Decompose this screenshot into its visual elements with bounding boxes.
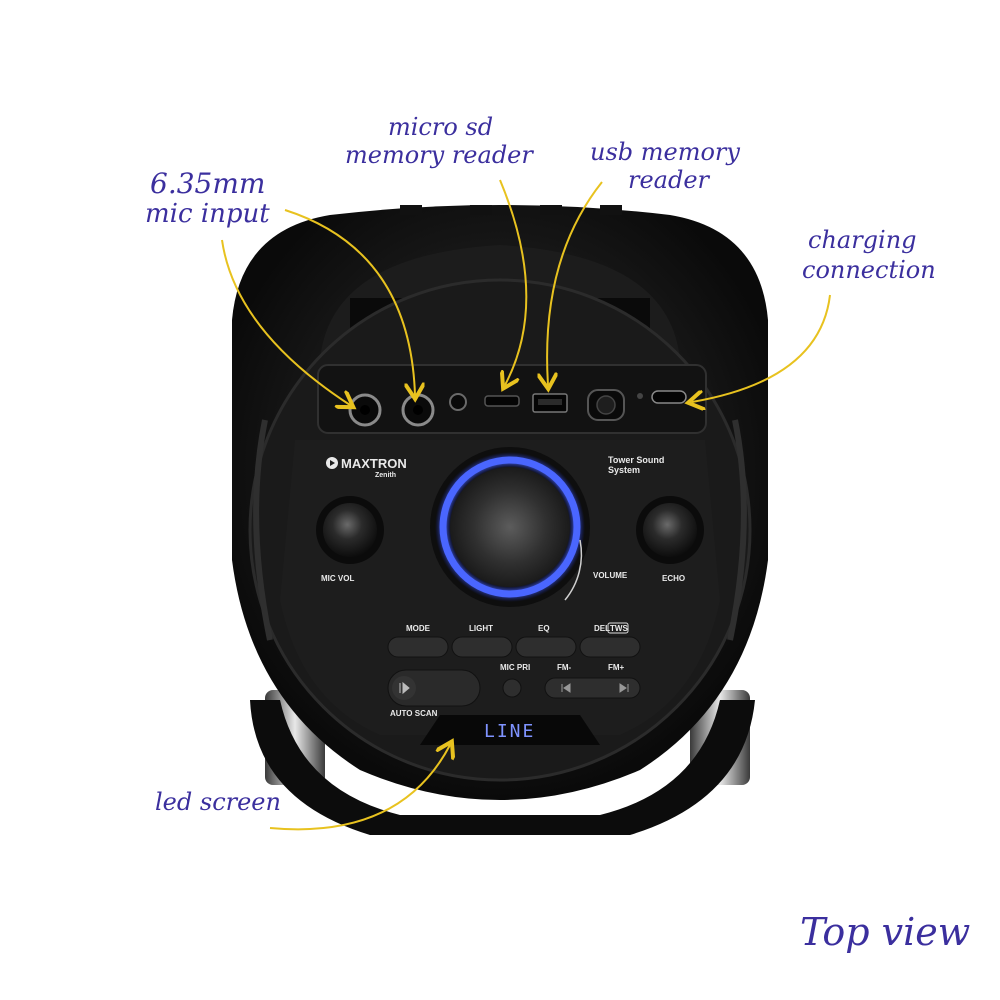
mic-vol-label: MIC VOL [321,574,354,583]
micro-sd-label-1: micro sd [388,113,493,141]
usb-port-tongue [538,399,562,405]
led-display-bezel [420,715,600,745]
micro-sd-slot[interactable] [484,395,520,407]
volume-scale-arc [564,539,583,601]
play-logo-triangle [330,460,335,466]
side-rib-left [253,419,273,641]
mic2-jack-hole [413,405,423,415]
usb-c-charging-port[interactable] [651,390,687,404]
arrow-micro-sd [499,179,528,385]
usb-label-2: reader [628,166,711,194]
led-screen-label: led screen [155,788,281,816]
light-label: LIGHT [469,624,493,633]
fm-minus-label: FM- [557,663,572,672]
led-display-text: LINE [484,721,535,742]
arrow-mic-input-1 [221,239,350,405]
tws-label: TWS [610,624,628,633]
auto-scan-label: AUTO SCAN [390,709,438,718]
mic-pri-button[interactable] [502,678,522,698]
charging-label-2: connection [802,256,936,284]
brand-block: MAXTRON Zenith Tower Sound System [326,455,664,479]
fm-plus-label: FM+ [608,663,625,672]
usb-label-1: usb memory [590,138,740,166]
eq-label: EQ [538,624,550,633]
echo-knob[interactable] [643,503,697,557]
mic-pri-label: MIC PRI [500,663,530,672]
arrow-mic-input-2 [284,209,415,395]
fm-rocker[interactable] [544,677,641,699]
button-row-top: MODE LIGHT EQ DEL TWS [387,622,641,658]
arrow-led-screen [269,745,450,831]
led-display-group: LINE [420,715,600,745]
light-button[interactable] [451,636,513,658]
annotation-labels: 6.35mm mic input micro sd memory reader … [145,113,970,954]
port-strip [317,364,707,434]
mic-input-label-1: 6.35mm [150,167,265,200]
product-line-2: System [608,465,640,475]
mic1-jack-hole [360,405,370,415]
top-tab [540,205,562,215]
micro-sd-label-2: memory reader [345,141,534,169]
mic-input-label-2: mic input [145,199,270,229]
tws-badge [607,622,629,634]
side-rib-right [727,419,747,641]
del-tws-button[interactable] [579,636,641,658]
charging-label-1: charging [808,226,917,254]
eq-button[interactable] [515,636,577,658]
product-line-1: Tower Sound [608,455,664,465]
annotation-arrows [221,179,831,831]
volume-knob-group: VOLUME [430,447,628,607]
aux-jack[interactable] [449,393,467,411]
button-row-bottom: AUTO SCAN MIC PRI FM- FM+ [387,663,641,718]
prev-track-icon [561,683,571,693]
brand-model: Zenith [375,472,396,479]
del-label: DEL [594,624,610,633]
volume-knob[interactable] [450,467,570,587]
play-pause-icon [399,681,410,695]
mode-button[interactable] [387,636,449,658]
mic-vol-knob[interactable] [323,503,377,557]
top-tab [400,205,422,215]
brand-logo-text: MAXTRON [341,456,407,471]
top-tab [600,205,622,215]
volume-label: VOLUME [593,571,628,580]
charge-led [637,393,643,399]
top-tab [470,205,492,215]
echo-knob-group: ECHO [636,496,704,583]
top-view-label: Top view [800,910,970,954]
echo-label: ECHO [662,574,685,583]
arrow-usb [547,181,603,385]
carry-handle [320,245,680,360]
mic-vol-knob-group: MIC VOL [316,496,384,583]
next-track-icon [619,683,629,693]
power-button-cap [596,395,616,415]
volume-led-ring-core [439,456,581,598]
mode-label: MODE [406,624,431,633]
arrow-charging [692,294,831,402]
